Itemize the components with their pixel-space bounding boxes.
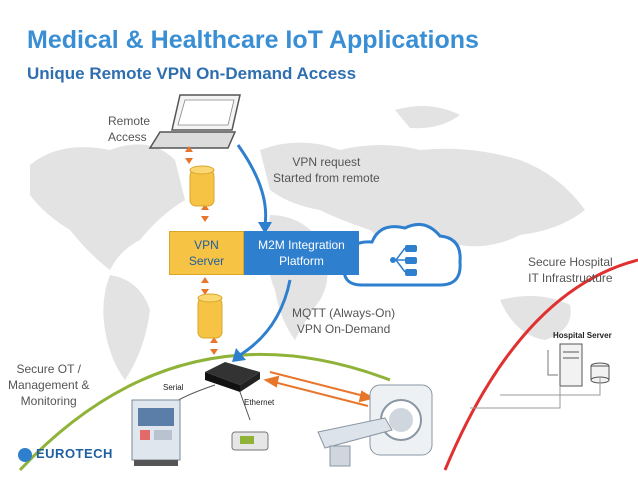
serial-label: Serial — [163, 383, 184, 392]
ot-network-arc — [18, 352, 391, 472]
vpn-server-label: VPN Server — [188, 238, 225, 268]
vpn-server-box: VPN Server — [169, 231, 244, 275]
vpn-tunnel-icon — [197, 293, 223, 339]
medical-cart-icon — [131, 399, 181, 466]
page-subtitle: Unique Remote VPN On-Demand Access — [27, 64, 357, 83]
hospital-server-label: Hospital Server — [553, 331, 612, 340]
secure-ot-label: Secure OT / Management & Monitoring — [8, 362, 90, 408]
eurotech-logo: EUROTECH — [18, 446, 113, 462]
hospital-network-arc — [443, 258, 638, 471]
logo-text: EUROTECH — [36, 446, 113, 461]
page-title: Medical & Healthcare IoT Applications — [27, 26, 479, 54]
remote-access-label: Remote Access — [108, 114, 151, 144]
mri-scanner-icon — [317, 384, 433, 467]
ethernet-label: Ethernet — [244, 398, 275, 407]
m2m-platform-label: M2M Integration Platform — [258, 238, 345, 268]
hospital-server-icon — [547, 343, 610, 387]
mqtt-label: MQTT (Always-On) VPN On-Demand — [292, 306, 396, 336]
m2m-platform-box: M2M Integration Platform — [244, 231, 359, 275]
laptop-icon — [148, 94, 241, 149]
infusion-device-icon — [231, 431, 269, 451]
gateway-icon — [205, 362, 260, 392]
secure-hospital-label: Secure Hospital IT Infrastructure — [528, 255, 613, 285]
logo-mark-icon — [18, 447, 32, 462]
vpn-tunnel-icon — [189, 165, 215, 207]
vpn-request-label: VPN request Started from remote — [273, 155, 380, 185]
